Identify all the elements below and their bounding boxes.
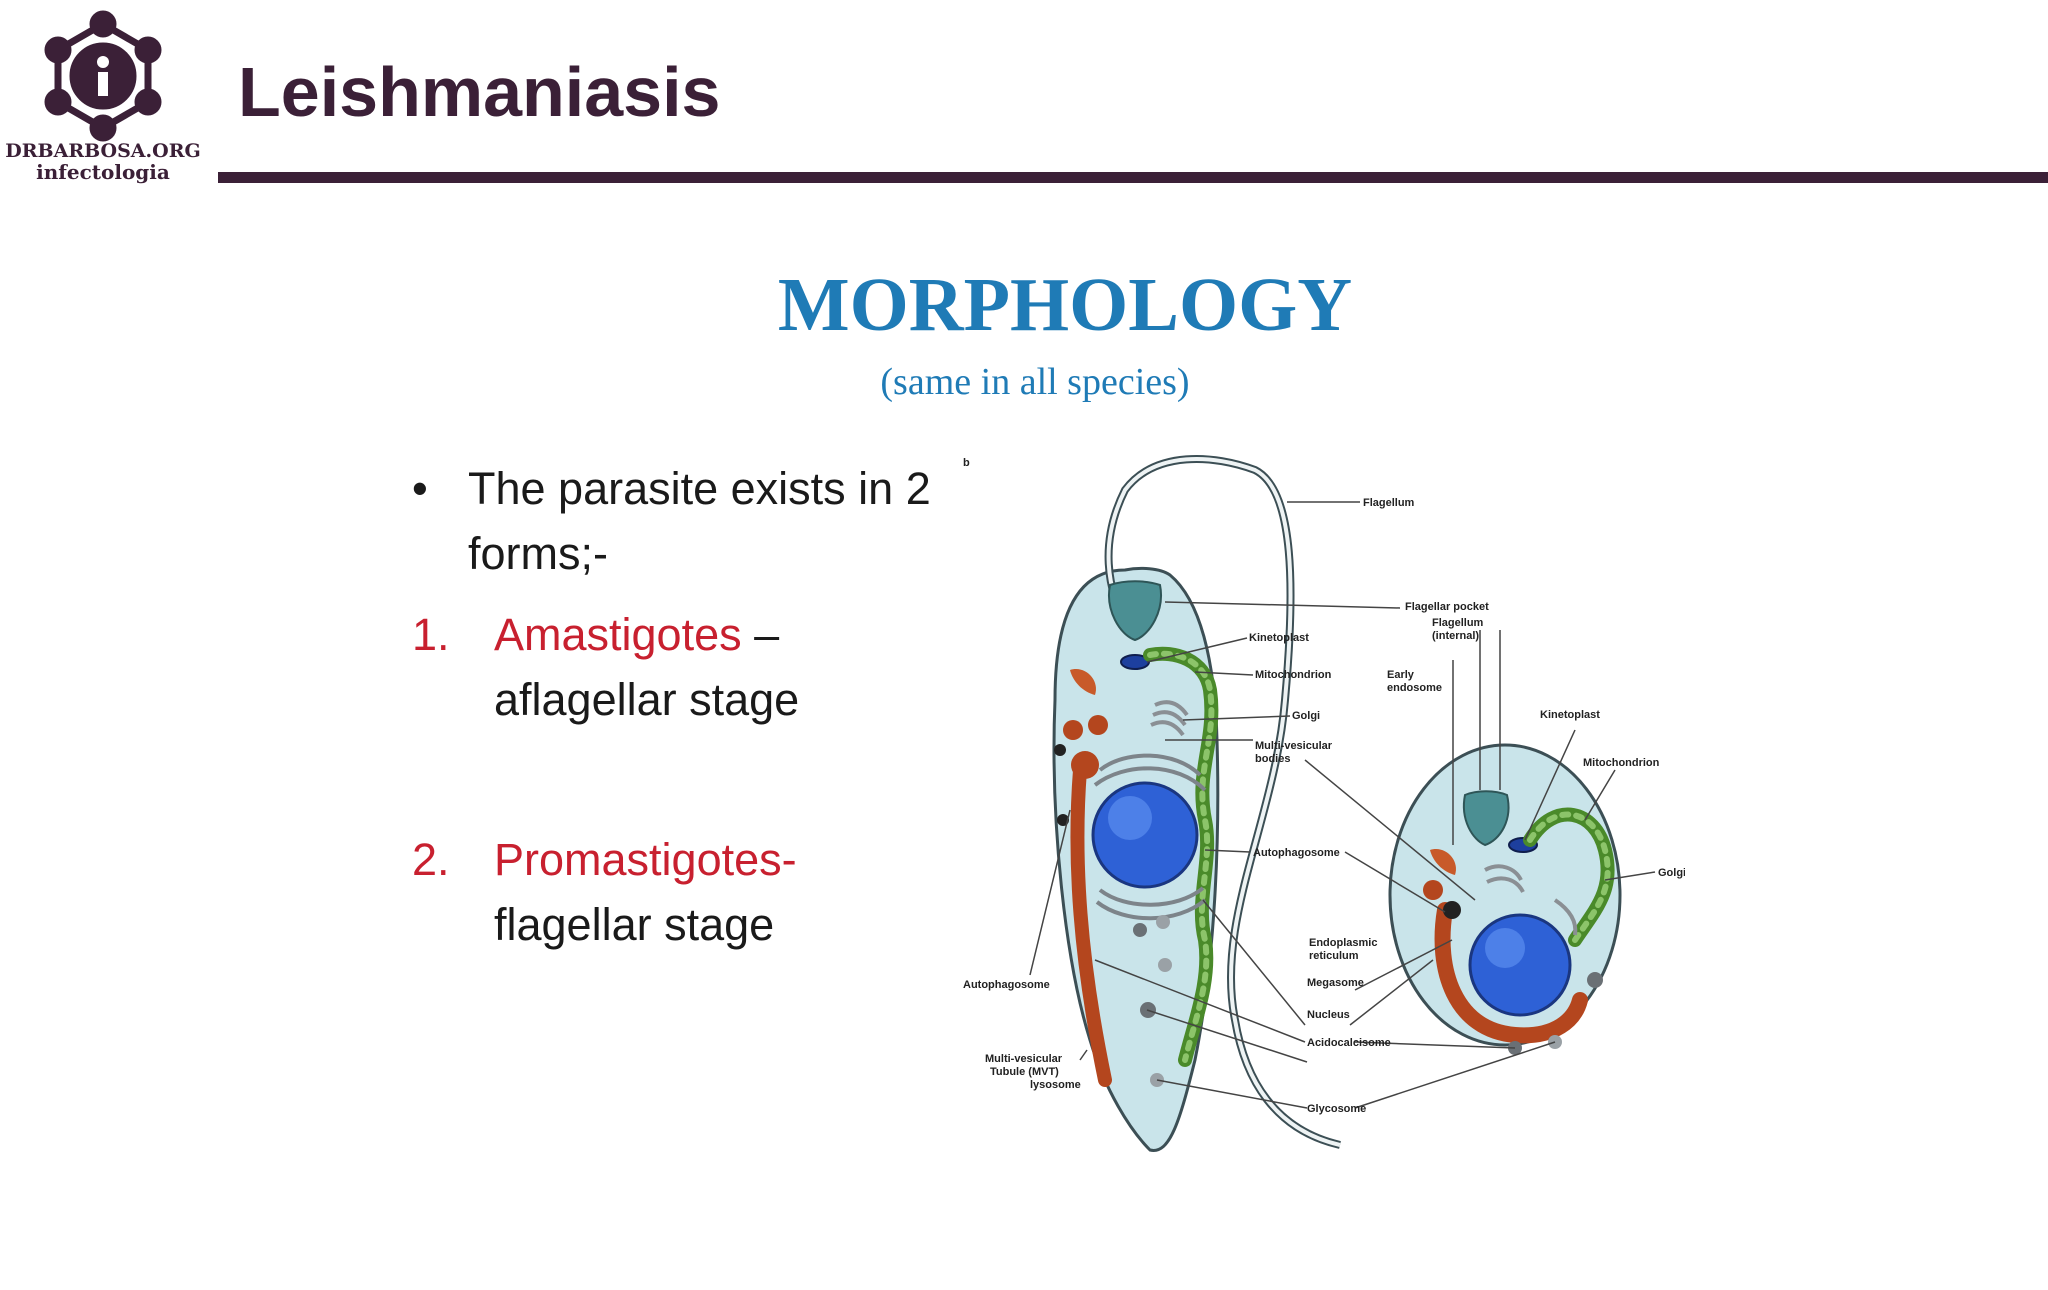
amastigote-golgi <box>1484 864 1578 936</box>
flagellum-inner <box>1106 457 1341 1147</box>
amastigote-nucleus-highlight <box>1485 928 1525 968</box>
title-divider <box>218 172 2048 183</box>
megasome <box>1088 715 1108 735</box>
amastigote-megasome <box>1423 880 1443 900</box>
logo-site-name: DRBARBOSA.ORG <box>5 140 201 162</box>
label-multi-vesicular-tubule-2: Tubule (MVT) <box>990 1066 1059 1078</box>
form-item-2: 2. Promastigotes- flagellar stage <box>412 827 972 957</box>
label-glycosome: Glycosome <box>1307 1103 1366 1115</box>
acidocalcisome <box>1057 814 1069 826</box>
flagellar-pocket <box>1108 580 1162 642</box>
label-mitochondrion-amastigote: Mitochondrion <box>1583 757 1660 769</box>
label-multi-vesicular-tubule: Multi-vesicular <box>985 1053 1063 1065</box>
label-flagellar-pocket: Flagellar pocket <box>1405 601 1489 613</box>
label-endoplasmic-reticulum-2: reticulum <box>1309 950 1359 962</box>
leishmania-morphology-diagram: b <box>963 455 1685 1152</box>
label-flagellum-internal: Flagellum <box>1432 617 1484 629</box>
form-item-1: 1. Amastigotes – aflagellar stage <box>412 602 972 732</box>
label-early-endosome-2: endosome <box>1387 682 1442 694</box>
nucleus-highlight <box>1108 796 1152 840</box>
slide-heading: MORPHOLOGY <box>777 263 1353 347</box>
logo-tagline: infectologia <box>36 160 170 184</box>
amastigote-flagellar-pocket <box>1462 790 1510 847</box>
amastigote-endosome <box>1430 849 1456 875</box>
megasome-tubule <box>1070 763 1112 1087</box>
panel-letter: b <box>963 457 970 469</box>
megasome <box>1063 720 1083 740</box>
label-golgi: Golgi <box>1292 710 1320 722</box>
label-flagellum-internal-note: (internal) <box>1432 630 1479 642</box>
bullet-text: The parasite exists in 2 forms;- <box>468 463 931 579</box>
form-stage: aflagellar stage <box>494 674 800 725</box>
vesicle <box>1158 958 1172 972</box>
nucleus <box>1091 781 1199 889</box>
drbarbosa-logo <box>44 10 162 142</box>
label-autophagosome-mid: Autophagosome <box>1253 847 1340 859</box>
amastigote-mitochondrion-cristae <box>1527 811 1611 943</box>
label-multi-vesicular-tubule-3: lysosome <box>1030 1079 1081 1091</box>
vesicle <box>1133 923 1147 937</box>
vesicle <box>1156 915 1170 929</box>
label-flagellum: Flagellum <box>1363 497 1415 509</box>
label-mitochondrion: Mitochondrion <box>1255 669 1332 681</box>
label-golgi-amastigote: Golgi <box>1658 867 1685 879</box>
bullet-marker: • <box>412 463 428 514</box>
golgi <box>1150 700 1189 737</box>
leader-lines <box>1029 501 1656 1109</box>
form-number: 1. <box>412 609 450 660</box>
info-network-logo-icon <box>44 10 162 142</box>
amastigote-vesicle <box>1587 972 1603 988</box>
content-text: • The parasite exists in 2 forms;- 1. Am… <box>412 456 972 957</box>
mitochondrion-cristae <box>1147 650 1215 1063</box>
early-endosome <box>1070 669 1096 695</box>
endoplasmic-reticulum <box>1093 753 1207 921</box>
label-nucleus: Nucleus <box>1307 1009 1350 1021</box>
amastigote-acidocalcisome <box>1443 901 1461 919</box>
megasome <box>1071 751 1099 779</box>
label-early-endosome: Early <box>1387 669 1415 681</box>
form-suffix: – <box>741 609 780 660</box>
amastigote-megasome-arc <box>1434 902 1588 1044</box>
form-number: 2. <box>412 834 450 885</box>
label-acidocalcisome: Acidocalcisome <box>1307 1037 1391 1049</box>
amastigote-nucleus <box>1468 913 1572 1017</box>
form-stage: flagellar stage <box>494 899 775 950</box>
label-autophagosome-left: Autophagosome <box>963 979 1050 991</box>
acidocalcisome <box>1054 744 1066 756</box>
label-multi-vesicular-bodies: Multi-vesicular <box>1255 740 1333 752</box>
form-term: Promastigotes- <box>494 834 797 885</box>
label-endoplasmic-reticulum: Endoplasmic <box>1309 937 1377 949</box>
page-title: Leishmaniasis <box>238 53 721 131</box>
label-kinetoplast: Kinetoplast <box>1249 632 1309 644</box>
label-multi-vesicular-bodies-2: bodies <box>1255 753 1290 765</box>
label-kinetoplast-amastigote: Kinetoplast <box>1540 709 1600 721</box>
form-term: Amastigotes <box>494 609 742 660</box>
label-megasome: Megasome <box>1307 977 1364 989</box>
slide-subheading: (same in all species) <box>880 361 1190 403</box>
bullet-item: • The parasite exists in 2 forms;- <box>412 456 972 586</box>
